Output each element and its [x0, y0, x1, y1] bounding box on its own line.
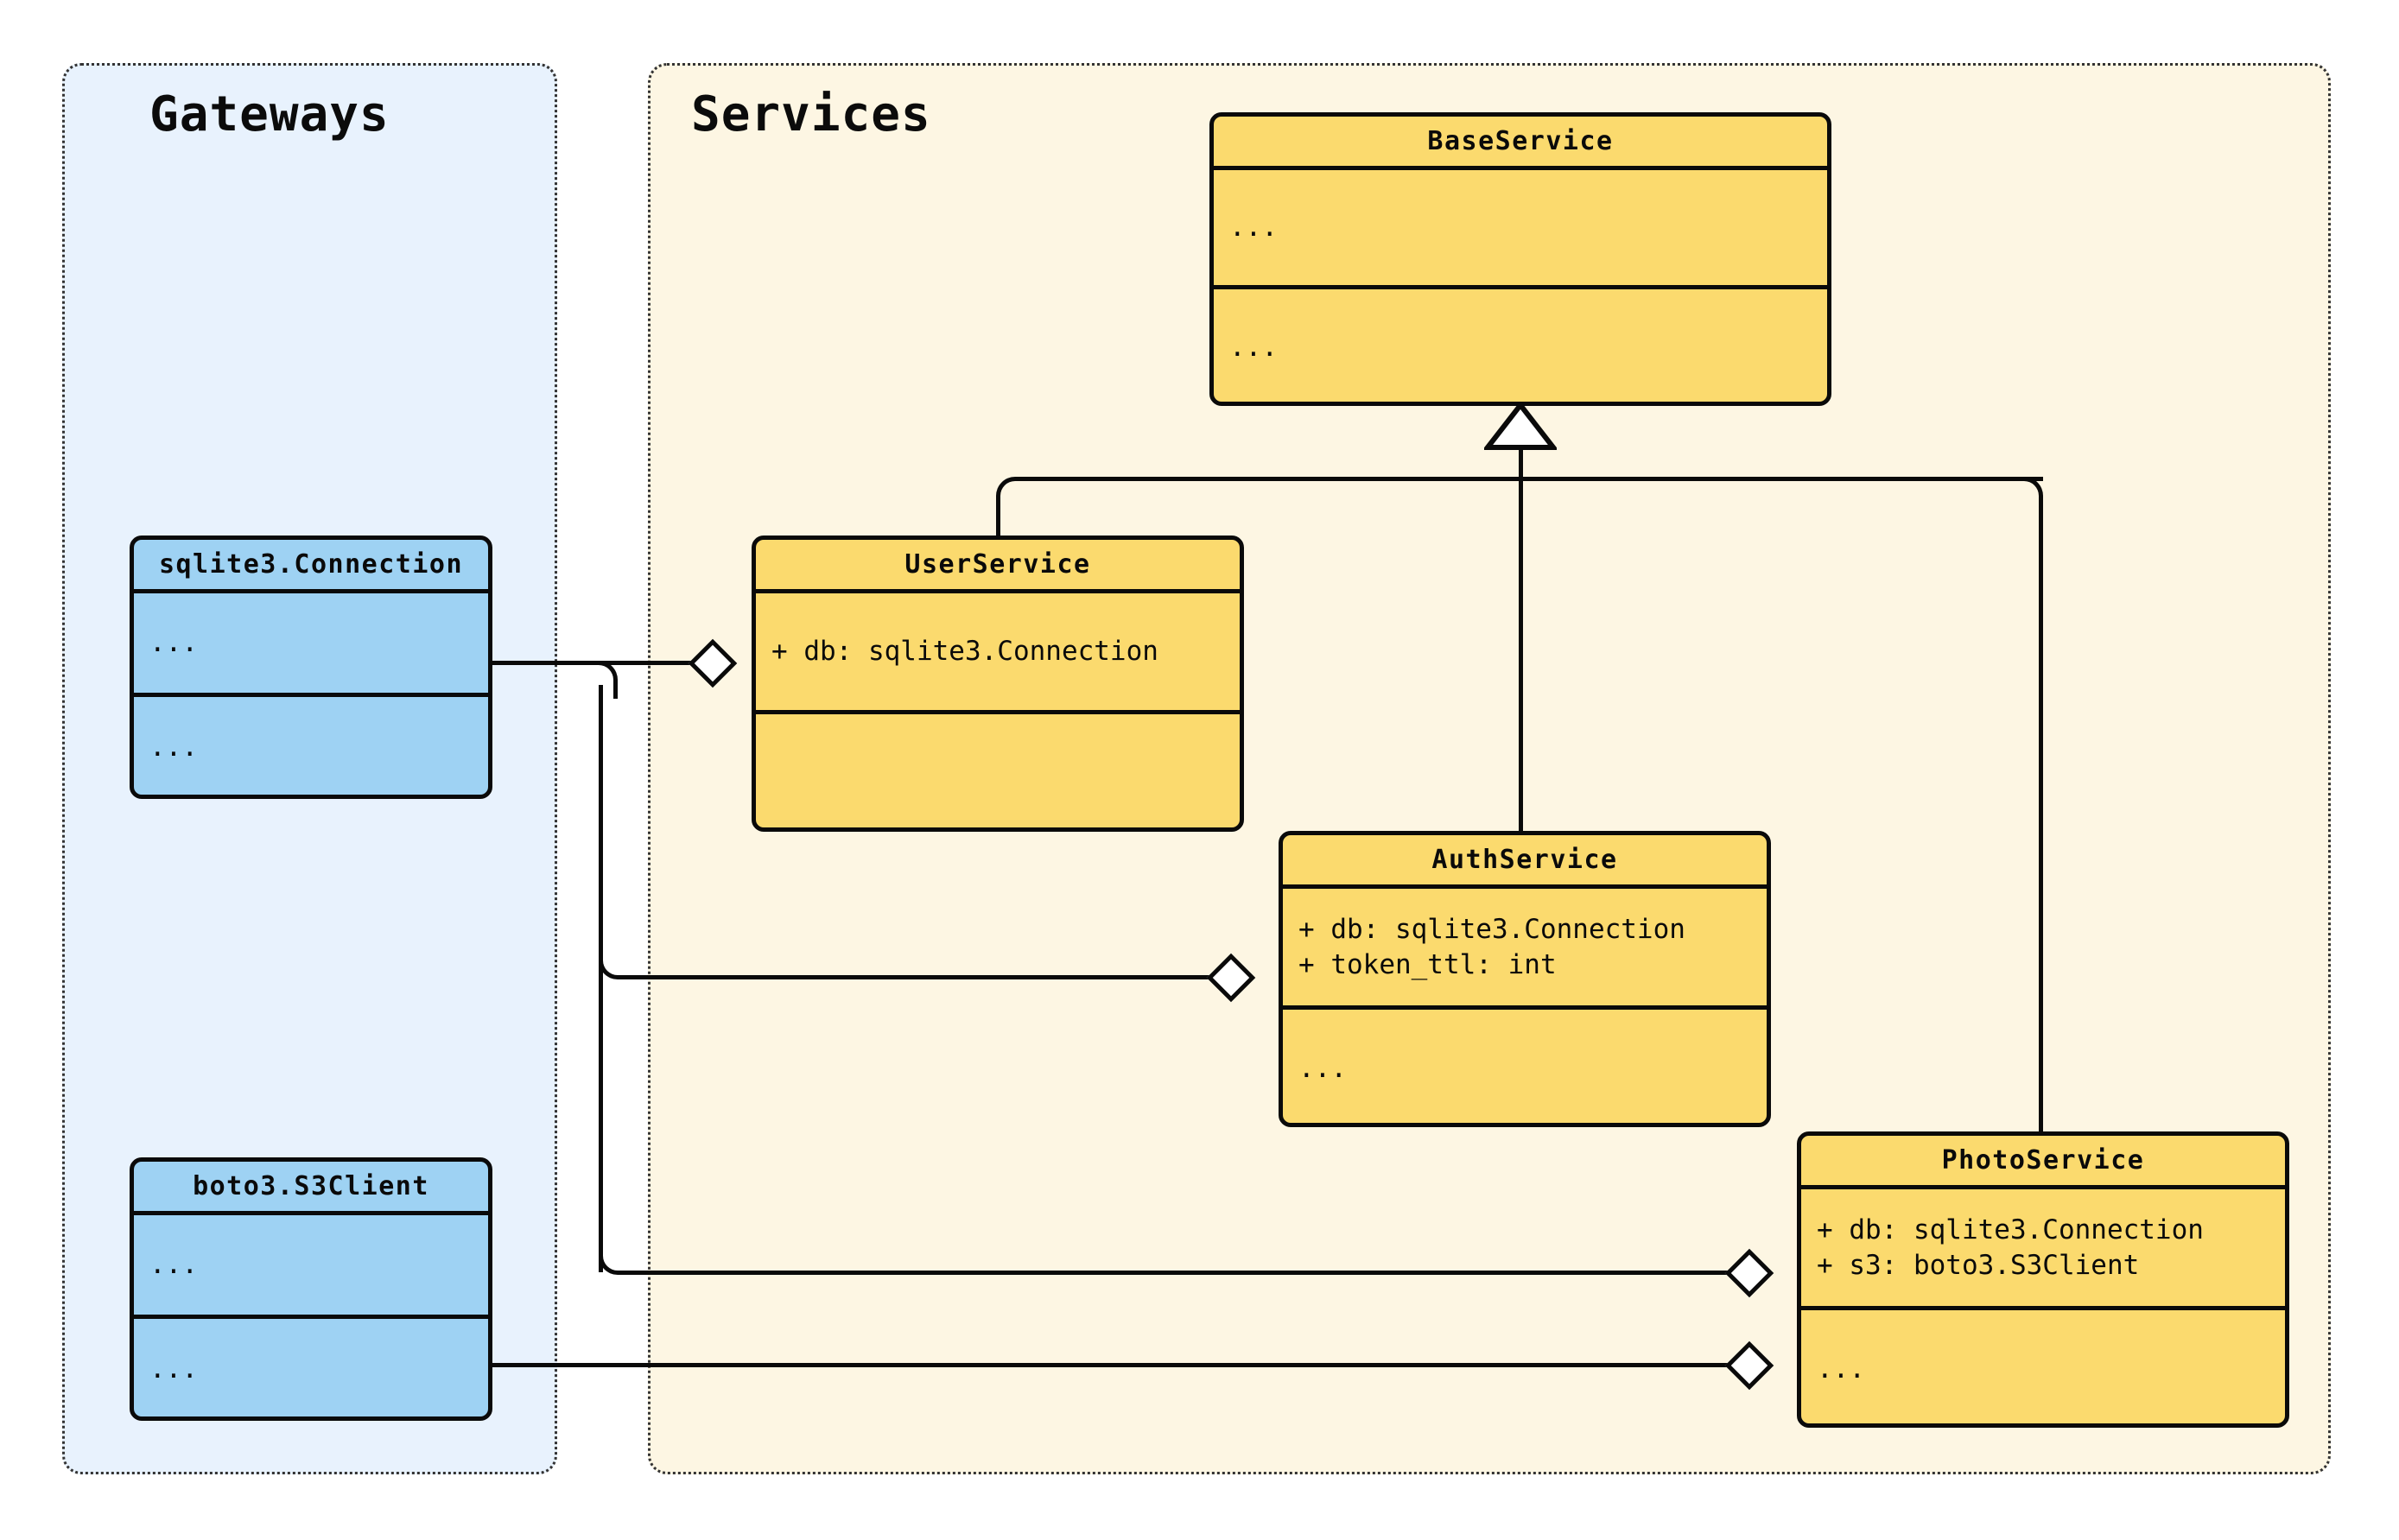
class-sqlite3-connection[interactable]: sqlite3.Connection ... ... — [130, 536, 492, 799]
generalization-drop-photo — [2039, 501, 2043, 1136]
generalization-drop-user — [996, 501, 1000, 540]
assoc-sqlite-photo — [618, 1271, 1741, 1275]
class-photo-service-name: PhotoService — [1801, 1136, 2285, 1189]
assoc-sqlite-corner — [580, 661, 618, 699]
class-sqlite3-connection-name: sqlite3.Connection — [134, 540, 488, 593]
class-auth-service-name: AuthService — [1283, 835, 1767, 889]
assoc-sqlite-trunk — [599, 685, 603, 1272]
package-gateways-title: Gateways — [149, 86, 390, 143]
class-auth-service[interactable]: AuthService + db: sqlite3.Connection + t… — [1279, 831, 1771, 1127]
class-user-service-name: UserService — [756, 540, 1240, 593]
class-sqlite3-connection-methods: ... — [149, 732, 198, 764]
package-services-title: Services — [691, 86, 931, 143]
generalization-bus — [1015, 477, 2043, 481]
assoc-sqlite-auth-corner — [599, 941, 637, 979]
class-boto3-s3client-attributes: ... — [134, 1215, 488, 1319]
class-auth-service-methods: ... — [1298, 1052, 1347, 1084]
assoc-sqlite-auth — [618, 975, 1222, 979]
generalization-triangle — [1484, 402, 1557, 450]
class-user-service-methods — [756, 714, 1240, 827]
generalization-trunk — [1519, 432, 1523, 484]
class-base-service-attributes: ... — [1214, 170, 1827, 289]
class-photo-service-attributes: + db: sqlite3.Connection + s3: boto3.S3C… — [1801, 1189, 2285, 1310]
generalization-drop-auth — [1519, 477, 1523, 831]
class-boto3-s3client[interactable]: boto3.S3Client ... ... — [130, 1157, 492, 1421]
generalization-corner-right — [2005, 477, 2043, 515]
class-photo-service[interactable]: PhotoService + db: sqlite3.Connection + … — [1797, 1131, 2289, 1428]
class-user-service[interactable]: UserService + db: sqlite3.Connection — [752, 536, 1244, 832]
class-auth-service-attributes: + db: sqlite3.Connection + token_ttl: in… — [1283, 889, 1767, 1010]
class-user-service-attributes: + db: sqlite3.Connection — [756, 593, 1240, 714]
class-base-service-methods: ... — [1229, 331, 1278, 363]
class-base-service-name: BaseService — [1214, 117, 1827, 170]
class-base-service[interactable]: BaseService ... ... — [1209, 112, 1831, 406]
class-boto3-s3client-name: boto3.S3Client — [134, 1162, 488, 1215]
generalization-corner-left — [996, 477, 1034, 515]
class-photo-service-methods: ... — [1817, 1353, 1865, 1385]
class-sqlite3-connection-attributes: ... — [134, 593, 488, 697]
assoc-boto3-photo — [490, 1363, 1742, 1367]
class-boto3-s3client-methods: ... — [149, 1353, 198, 1385]
assoc-sqlite-photo-corner — [599, 1237, 637, 1275]
